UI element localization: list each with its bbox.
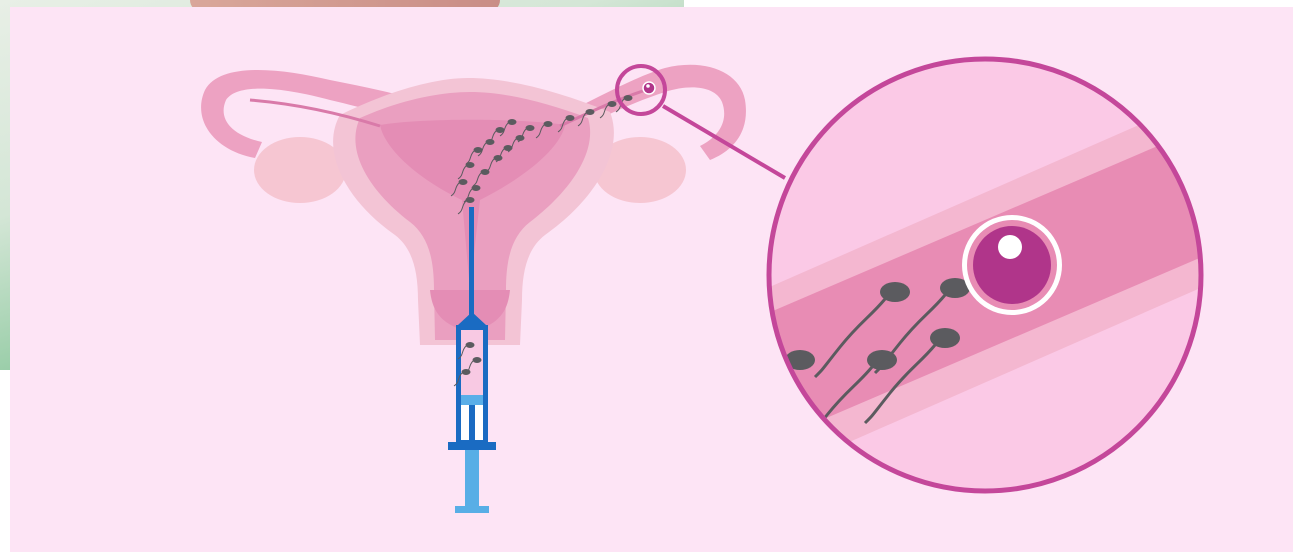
magnified-view <box>720 59 1230 491</box>
egg-cell-icon <box>962 215 1062 315</box>
left-ovary <box>254 137 346 203</box>
